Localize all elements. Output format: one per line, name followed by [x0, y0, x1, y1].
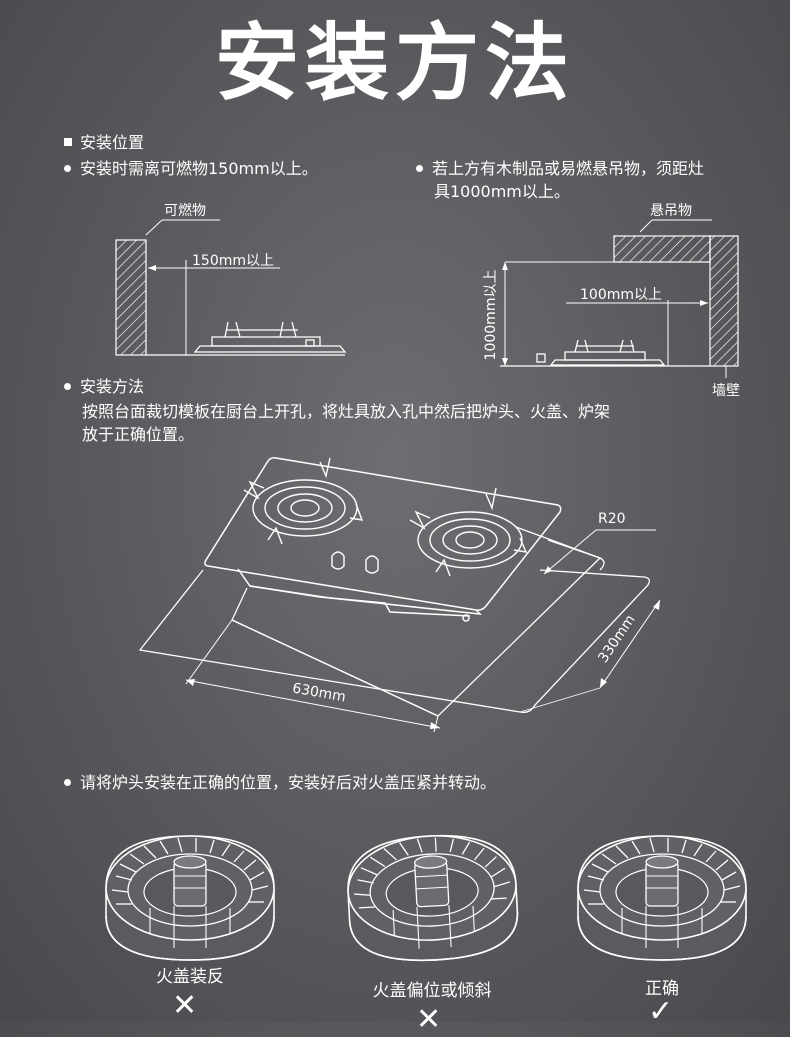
position-note-right-line2: 具1000mm以上。 [434, 182, 570, 201]
label-combustible: 可燃物 [164, 203, 206, 219]
cross-icon: ✕ [172, 988, 198, 1023]
extension-line [185, 619, 233, 685]
position-note-right: 若上方有木制品或易燃悬吊物，须距灶 [416, 158, 704, 180]
square-bullet-icon [64, 138, 72, 146]
leader-line [639, 219, 653, 233]
check-icon: ✓ [648, 994, 674, 1029]
caption-reversed: 火盖装反 [156, 967, 224, 987]
method-heading-text: 安装方法 [80, 377, 145, 396]
extension-line [519, 687, 601, 713]
dot-bullet-icon [64, 383, 71, 390]
arrow-icon [544, 566, 552, 574]
leader-line [145, 219, 163, 236]
position-heading-text: 安装位置 [80, 133, 145, 152]
wall [709, 235, 739, 367]
countertop-outline [138, 569, 650, 713]
arrow-right-icon [700, 300, 708, 306]
label-wall: 墙壁 [712, 383, 740, 399]
hob-glass-panel [204, 457, 562, 622]
arrow-down-icon [502, 358, 508, 366]
position-note-left: 安装时需离可燃物150mm以上。 [64, 158, 318, 180]
stove-side-icon [536, 339, 666, 366]
label-hanging: 悬吊物 [650, 203, 692, 219]
dot-bullet-icon [416, 165, 423, 172]
arrow-left-icon [148, 265, 156, 271]
burner-note-text: 请将炉头安装在正确的位置，安装好后对火盖压紧并转动。 [80, 773, 497, 792]
combustible-wall [115, 239, 147, 356]
arrow-up-icon [502, 262, 508, 270]
position-heading: 安装位置 [64, 132, 144, 154]
caption-tilted: 火盖偏位或倾斜 [372, 981, 492, 1001]
burner-cap-tilted-icon [344, 830, 521, 966]
radius-leader [543, 529, 597, 575]
burner-left-icon [243, 457, 364, 545]
position-note-left-text: 安装时需离可燃物150mm以上。 [80, 159, 318, 178]
control-knobs-icon [331, 551, 379, 574]
burner-right-icon [409, 487, 528, 577]
hanging-object [613, 235, 711, 263]
method-heading: 安装方法 [64, 376, 144, 398]
dot-bullet-icon [64, 779, 71, 786]
position-note-right-line1: 若上方有木制品或易燃悬吊物，须距灶 [432, 159, 705, 178]
burner-note: 请将炉头安装在正确的位置，安装好后对火盖压紧并转动。 [64, 772, 496, 794]
method-desc-line1: 按照台面裁切模板在厨台上开孔，将灶具放入孔中然后把炉头、火盖、炉架 [82, 402, 611, 421]
dot-bullet-icon [64, 165, 71, 172]
arrow-up-icon [653, 600, 660, 610]
method-desc-line2: 放于正确位置。 [82, 425, 195, 444]
page-title: 安装方法 [214, 14, 575, 112]
burner-cap-reversed-icon [105, 835, 275, 961]
label-radius: R20 [598, 511, 626, 527]
burner-cap-correct-icon [577, 835, 747, 961]
arrow-down-icon [600, 678, 607, 688]
depth-dimension-line [599, 599, 661, 689]
extension-line [433, 715, 439, 733]
caption-correct: 正确 [645, 979, 679, 999]
label-distance-left: 150mm以上 [192, 253, 274, 269]
stove-side-icon [193, 321, 347, 353]
cross-icon: ✕ [416, 1002, 442, 1037]
label-distance-right: 100mm以上 [580, 287, 662, 303]
arrow-right-icon [430, 722, 440, 729]
width-dimension-line [185, 679, 441, 729]
